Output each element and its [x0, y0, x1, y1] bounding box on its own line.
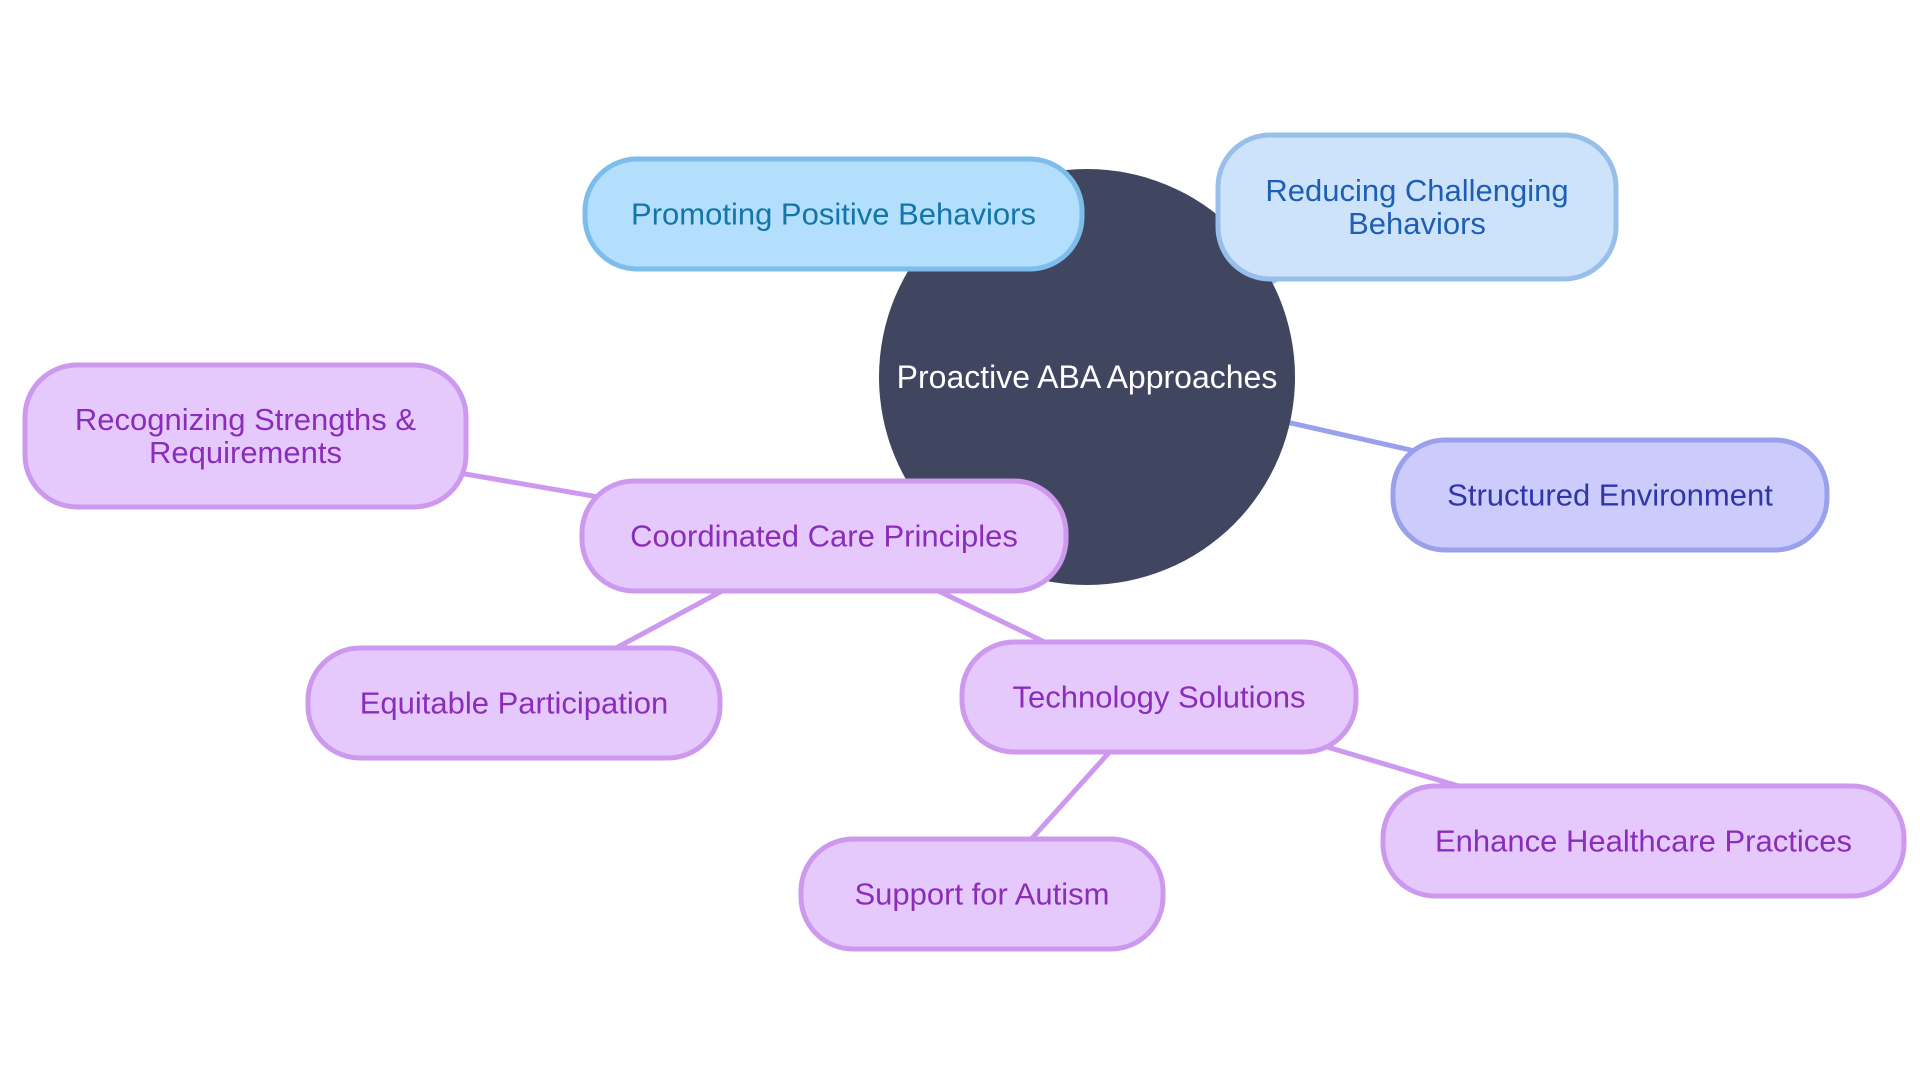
- node-promoting[interactable]: Promoting Positive Behaviors: [582, 156, 1085, 272]
- node-recognizing[interactable]: Recognizing Strengths &Requirements: [22, 362, 469, 510]
- node-promoting-box: [582, 156, 1085, 272]
- root-node-label: Proactive ABA Approaches: [897, 359, 1278, 395]
- node-equitable-box: [305, 645, 723, 761]
- node-support-box: [798, 836, 1166, 952]
- node-enhance[interactable]: Enhance Healthcare Practices: [1380, 783, 1907, 899]
- node-recognizing-label: Requirements: [149, 435, 342, 470]
- node-technology-label: Technology Solutions: [1013, 680, 1306, 715]
- node-promoting-label: Promoting Positive Behaviors: [631, 197, 1036, 232]
- node-equitable[interactable]: Equitable Participation: [305, 645, 723, 761]
- node-structured-label: Structured Environment: [1447, 478, 1773, 513]
- node-structured-box: [1390, 437, 1830, 553]
- node-enhance-box: [1380, 783, 1907, 899]
- node-coordinated-label: Coordinated Care Principles: [630, 519, 1018, 554]
- node-enhance-label: Enhance Healthcare Practices: [1435, 824, 1852, 859]
- node-equitable-label: Equitable Participation: [360, 686, 668, 721]
- node-support-label: Support for Autism: [854, 877, 1109, 912]
- node-technology[interactable]: Technology Solutions: [959, 639, 1359, 755]
- node-coordinated-box: [579, 478, 1069, 594]
- node-reducing-label: Behaviors: [1348, 206, 1486, 241]
- node-reducing-label: Reducing Challenging: [1265, 173, 1568, 208]
- node-structured[interactable]: Structured Environment: [1390, 437, 1830, 553]
- node-support[interactable]: Support for Autism: [798, 836, 1166, 952]
- mindmap-nodes: Promoting Positive Behaviors Reducing Cha…: [22, 132, 1907, 952]
- node-technology-box: [959, 639, 1359, 755]
- node-coordinated[interactable]: Coordinated Care Principles: [579, 478, 1069, 594]
- node-reducing-box: [1215, 132, 1619, 282]
- node-recognizing-box: [22, 362, 469, 510]
- node-recognizing-label: Recognizing Strengths &: [75, 402, 417, 437]
